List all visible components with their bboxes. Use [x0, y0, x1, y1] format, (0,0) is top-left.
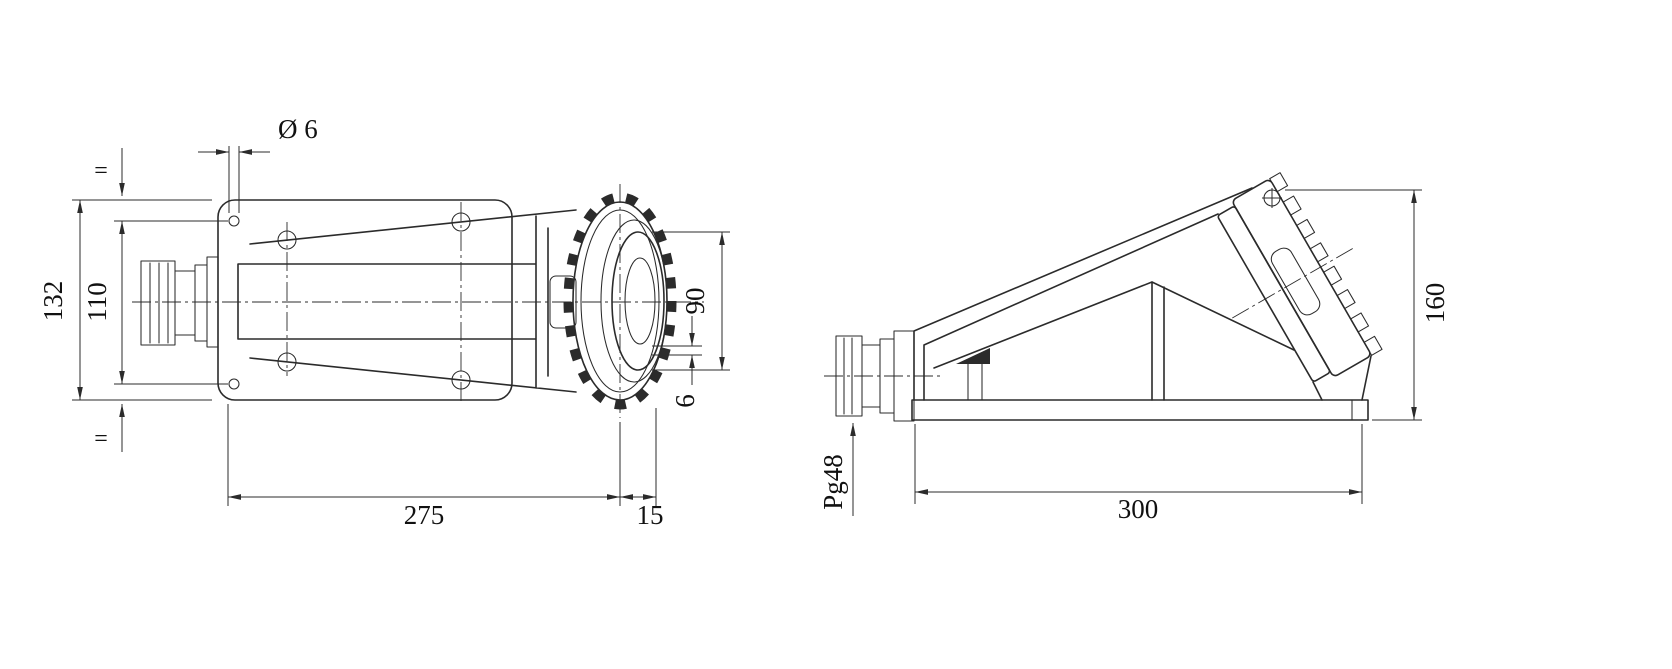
grip-teeth-side — [1269, 172, 1383, 356]
lid-detail — [1270, 247, 1321, 316]
center-lines-front — [132, 184, 704, 418]
dim-base-300: 300 — [914, 424, 1363, 524]
cable-gland-side — [835, 330, 915, 422]
socket-face — [611, 231, 665, 371]
screw-holes — [228, 212, 471, 390]
side-view: Pg48 300 160 — [818, 172, 1450, 524]
socket-ring-front — [563, 192, 677, 410]
equal-mark-top: = — [94, 158, 108, 184]
terminal-block — [956, 348, 990, 364]
dim-hole-spacing-110: 110 — [82, 220, 228, 385]
dim-label-90: 90 — [680, 288, 710, 315]
latch-detail — [549, 275, 577, 329]
cable-gland-front — [140, 256, 219, 348]
dim-label-110: 110 — [82, 282, 112, 322]
housing-body-side — [913, 187, 1372, 401]
dim-overall-height-132: 132 — [38, 199, 212, 401]
ring-band — [1232, 179, 1371, 377]
dim-label-275: 275 — [404, 500, 445, 530]
dim-hole-diameter: Ø 6 — [198, 114, 318, 213]
dim-label-132: 132 — [38, 281, 68, 322]
dim-label-300: 300 — [1118, 494, 1159, 524]
socket-ring-side — [1217, 172, 1383, 382]
front-view: Ø 6 = = 132 110 90 6 — [38, 114, 730, 530]
housing-body-front — [237, 209, 577, 393]
dim-label-pg48: Pg48 — [818, 454, 848, 510]
dim-label-15: 15 — [637, 500, 664, 530]
dim-height-160: 160 — [1285, 189, 1450, 421]
flange-screw — [1262, 188, 1282, 208]
equal-marks: = = — [94, 148, 125, 452]
grip-teeth — [563, 192, 677, 410]
dim-label-6: 6 — [670, 394, 700, 408]
equal-mark-bottom: = — [94, 426, 108, 452]
dim-gland-pg48: Pg48 — [818, 423, 856, 516]
dim-rim-offset-6: 6 — [652, 316, 702, 408]
dim-label-hole-diameter: Ø 6 — [278, 114, 318, 144]
dim-length-bottom: 275 15 — [227, 404, 664, 530]
dim-label-160: 160 — [1420, 283, 1450, 324]
dim-socket-diameter-90: 90 — [652, 231, 730, 371]
base-plate — [911, 399, 1369, 421]
